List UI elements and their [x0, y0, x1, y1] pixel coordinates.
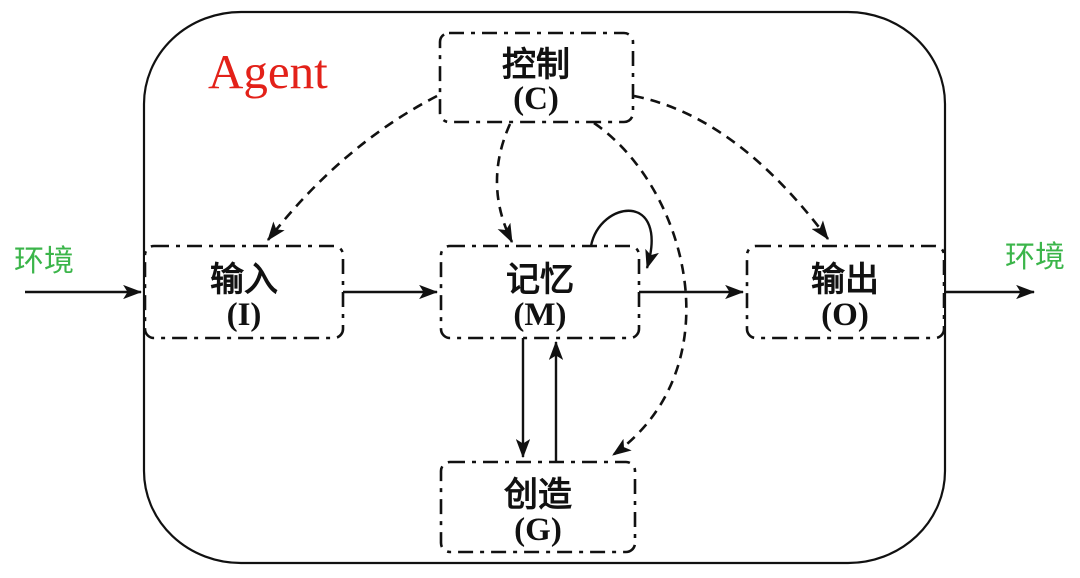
node-control-code: (C) [513, 81, 559, 117]
edge-memory-self-loop [589, 209, 659, 270]
edge-control-to-memory [495, 123, 514, 243]
node-input-code: (I) [227, 297, 262, 333]
node-output-code: (O) [821, 297, 869, 333]
node-input-label: 输入 [210, 261, 278, 299]
agent-title: Agent [208, 44, 328, 99]
environment-label-left: 环境 [14, 245, 74, 278]
node-control-label: 控制 [502, 46, 570, 84]
edge-control-to-input [266, 94, 438, 241]
edge-control-to-create [593, 121, 688, 457]
node-output-label: 输出 [811, 261, 879, 299]
edge-control-to-output [633, 94, 830, 240]
node-memory-box [439, 244, 641, 340]
node-create-label: 创造 [503, 476, 572, 514]
node-create-code: (G) [514, 512, 562, 548]
node-output-box [745, 244, 946, 340]
node-input-box [143, 244, 345, 340]
node-memory-label: 记忆 [506, 261, 574, 299]
environment-label-right: 环境 [1005, 241, 1065, 274]
node-control-box [438, 31, 635, 124]
node-memory-code: (M) [513, 297, 566, 333]
node-create-box [439, 460, 637, 554]
